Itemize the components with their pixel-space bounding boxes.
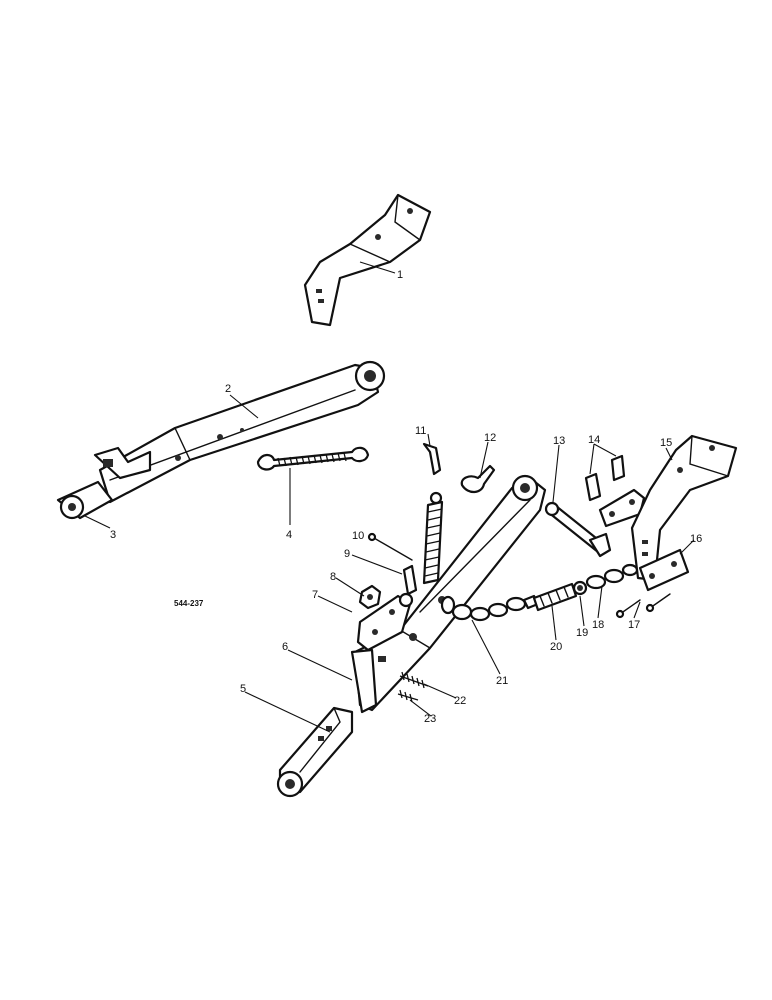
- part-13-pin: [544, 501, 612, 558]
- callout-12: 12: [484, 432, 496, 444]
- part-16-bracket: [638, 548, 690, 592]
- part-23-spring: [397, 689, 419, 703]
- callout-9: 9: [344, 548, 350, 560]
- callout-10: 10: [352, 530, 364, 542]
- leveling-spring: [422, 491, 444, 585]
- drawing-reference: 544-237: [174, 599, 204, 608]
- callout-20: 20: [550, 641, 562, 653]
- part-11-pin: [422, 442, 442, 476]
- callout-1: 1: [397, 269, 403, 281]
- part-18-chain-end: [585, 563, 639, 590]
- callout-22: 22: [454, 695, 466, 707]
- part-5-lower-arm: [276, 706, 354, 798]
- part-19-nut: [572, 580, 588, 596]
- callout-15: 15: [660, 437, 672, 449]
- part-4-spring: [256, 446, 370, 471]
- callout-11: 11: [415, 425, 426, 437]
- part-14-bolts: [584, 454, 646, 528]
- callout-18: 18: [592, 619, 604, 631]
- callout-5: 5: [240, 683, 246, 695]
- callout-7: 7: [312, 589, 318, 601]
- part-7-adjuster: [356, 592, 414, 652]
- callout-14: 14: [588, 434, 600, 446]
- callout-21: 21: [496, 675, 508, 687]
- part-20-turnbuckle: [532, 582, 578, 612]
- callout-19: 19: [576, 627, 588, 639]
- part-2-lift-arm: [56, 360, 386, 520]
- callout-13: 13: [553, 435, 565, 447]
- callout-17: 17: [628, 619, 640, 631]
- callout-2: 2: [225, 383, 231, 395]
- callout-3: 3: [110, 529, 116, 541]
- callout-labels: 1 2 3 4 5 6 7 8 9 10 11 12 13 14 15 16 1…: [110, 269, 702, 725]
- part-9-pin: [402, 564, 418, 596]
- part-21-check-chain: [440, 594, 540, 622]
- callout-4: 4: [286, 529, 292, 541]
- callout-16: 16: [690, 533, 702, 545]
- part-15-bracket: [630, 434, 738, 582]
- callout-8: 8: [330, 571, 336, 583]
- callout-6: 6: [282, 641, 288, 653]
- leader-lines: [84, 261, 695, 733]
- part-6-lower-link: [350, 474, 547, 714]
- part-1-bracket: [303, 193, 432, 327]
- part-10-pin: [367, 532, 413, 561]
- callout-23: 23: [424, 713, 436, 725]
- part-17-cotter-pins: [615, 593, 671, 619]
- part-8-nut: [358, 584, 382, 610]
- part-22-spring: [399, 671, 429, 689]
- part-12-clip: [460, 464, 496, 494]
